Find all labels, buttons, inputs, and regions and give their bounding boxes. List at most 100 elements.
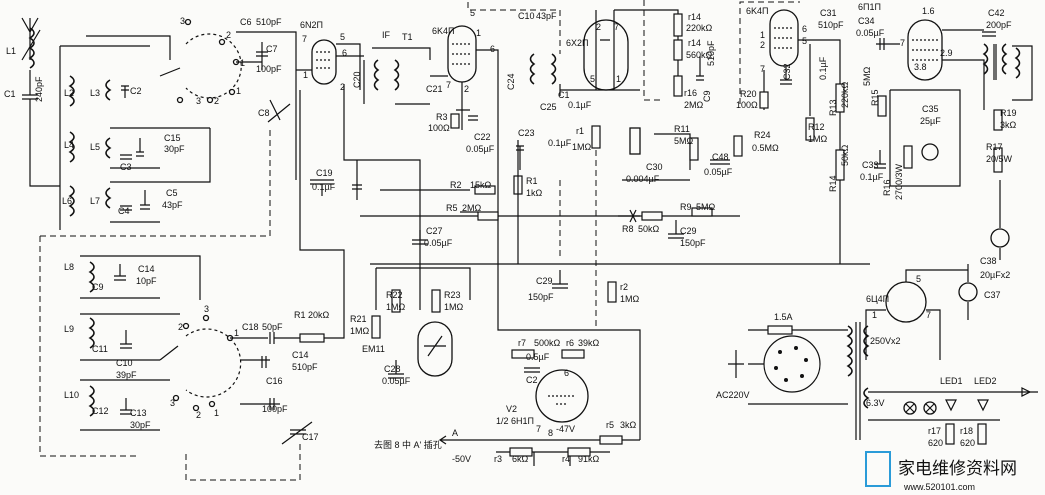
svg-text:6: 6 [490,44,495,54]
c14-value: 10pF [136,276,157,286]
rr17-value: 620 [928,438,943,448]
svg-text:1: 1 [760,30,765,40]
c9b-value: 510pF [706,40,716,66]
rr14b-value: 560kΩ [686,50,713,60]
tube-6n2p: 6N2Π 7 5 6 1 2 C19 0.1µF [296,20,364,200]
tube-6k4p-1-label: 6K4Π [432,26,455,36]
c38-value: 20µFx2 [980,270,1010,280]
tube-6k4p-2: 6K4Π 1 2 6 5 7 R20 100Ω C32 0.1µF C31 51… [736,6,850,264]
c14b-value: 510pF [292,362,318,372]
led1-label: LED1 [940,376,963,386]
detector-load: C30 0.004µF R11 5MΩ R24 0.5MΩ C48 0.05µF [622,124,779,184]
rr7-label: r7 [518,338,526,348]
c10-label: C10 [518,11,535,21]
rr18-label: r18 [960,426,973,436]
c18-label: C18 [242,322,259,332]
c42-label: C42 [988,8,1005,18]
c35-label: C35 [922,104,939,114]
r19-label: R19 [1000,108,1017,118]
r22-label: R22 [386,290,403,300]
fuse-label: 1.5A [774,312,793,322]
tube-6k4p-1: 6K4Π 5 1 6 7 2 R3 100Ω C22 0.05µF C21 [426,8,499,250]
l9-label: L9 [64,324,74,334]
rr2-value: 1MΩ [620,294,640,304]
rr3-label: r3 [494,454,502,464]
c29b-value: 150pF [528,292,554,302]
svg-text:2.9: 2.9 [940,48,953,58]
c2b-value: 0.5µF [526,352,550,362]
r13-value: 220kΩ [840,81,850,108]
band-switch-top: 3 2 1 3 2 1 C6 510pF C7 100pF C8 [159,16,297,180]
r15-value: 5MΩ [862,66,872,86]
rr1-label: r1 [576,126,584,136]
rr7-value: 500kΩ [534,338,561,348]
c42-value: 200pF [986,20,1012,30]
c22-value: 0.05µF [466,144,495,154]
r2-label: R2 [450,180,462,190]
tube-6n2p-label: 6N2Π [300,20,323,30]
l4-label: L4 [64,140,74,150]
c13-value: 30pF [130,420,151,430]
l10-label: L10 [64,390,79,400]
c24-label: C24 [506,73,516,90]
c20-label: C20 [352,71,362,88]
c14b-label: C14 [292,350,309,360]
svg-text:6: 6 [802,24,807,34]
c10b-label: C10 [116,358,133,368]
c9b-label: C9 [702,90,712,102]
c29-label: C29 [680,226,697,236]
r24-label: R24 [754,130,771,140]
c11-label: C11 [92,344,108,354]
c23-value-text: 0.1µF [548,138,572,148]
c19-label: C19 [316,168,333,178]
r20-label: R20 [740,89,757,99]
goto-label: 去图 8 中 A' 插孔 [374,439,442,450]
rr14b-label: r14 [688,38,701,48]
c10-value: 43pF [536,11,557,21]
r15-label: R15 [870,89,880,106]
r23-label: R23 [444,290,461,300]
l6-label: L6 [62,196,72,206]
oscillator-coils: L8 C9 C14 10pF L9 C11 C10 39pF L10 C12 C… [64,90,345,445]
svg-text:1: 1 [303,70,308,80]
svg-text:7: 7 [302,34,307,44]
r21-label: R21 [350,314,367,324]
c38-label: C38 [980,256,997,266]
c48-label: C48 [712,152,729,162]
r5-value: 2MΩ [462,203,482,213]
svg-text:5: 5 [802,36,807,46]
r1b-label: R1 [526,176,538,186]
c37-label: C37 [984,290,1001,300]
r17-value: 20/5W [986,154,1013,164]
avc-chain: R2 15kΩ R1 1kΩ R5 2MΩ R8 50kΩ R9 5MΩ C29… [360,140,870,310]
svg-text:2: 2 [226,30,231,40]
rr3-value: 6kΩ [512,454,529,464]
r13-label: R13 [828,99,838,116]
power-supply: C38 20µFx2 C37 6Ц4Π 5 1 7 250Vx2 6.3V LE… [716,180,1038,448]
c17-label: C17 [302,432,319,442]
svg-text:5: 5 [916,274,921,284]
r8-value: 50kΩ [638,224,660,234]
r16-value: 2700/3W [894,163,904,200]
tube-6x2p-label: 6X2Π [566,38,589,48]
tube-6p1p-label: 6Π1Π [858,2,881,12]
c1b-label: C1 [558,90,570,100]
svg-text:2: 2 [178,322,183,332]
r11-label: R11 [674,124,690,134]
l3-label: L3 [90,88,100,98]
c32-label: C32 [782,63,792,80]
svg-text:2: 2 [214,96,219,106]
c6-value: 510pF [256,17,282,27]
r19-value: 3kΩ [1000,120,1017,130]
r1-label: R1 [294,310,306,320]
r11-value: 5MΩ [674,136,694,146]
rr14-label: r14 [688,12,701,22]
c34-value: 0.05µF [856,28,885,38]
c28-value: 0.05µF [382,376,411,386]
r3-value: 100Ω [428,123,450,133]
r5-label: R5 [446,203,458,213]
r21-value: 1MΩ [350,326,370,336]
c30-value: 0.004µF [626,174,660,184]
svg-text:2: 2 [596,22,601,32]
